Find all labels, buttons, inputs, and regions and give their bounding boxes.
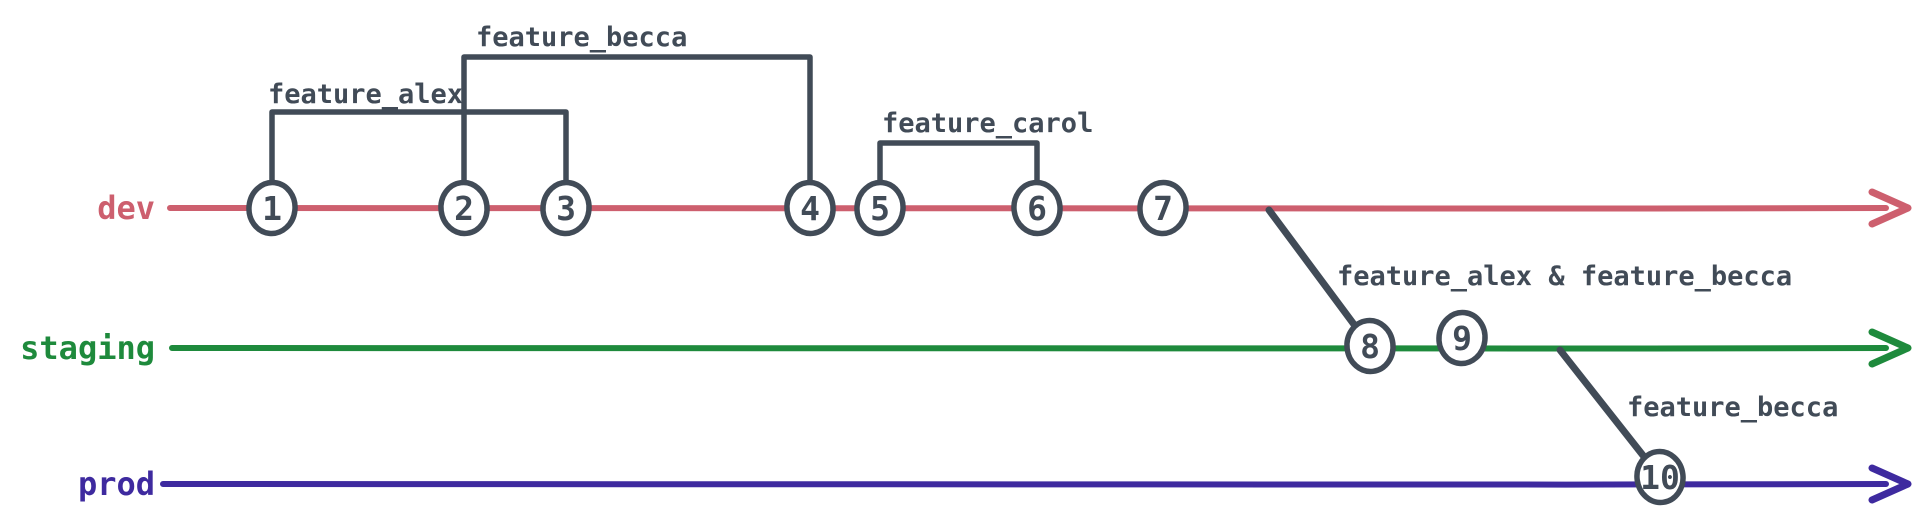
merge-edge-feature-alex-feature-becca: [1265, 206, 1374, 350]
branch-label-dev: dev: [97, 189, 155, 227]
commit-node-10: [1634, 448, 1686, 506]
feature-bracket-feature_alex: [269, 109, 569, 189]
commit-node-1: [246, 179, 298, 237]
feature-brackets-layer: [269, 54, 1040, 189]
branch-lines-layer: [160, 188, 1912, 504]
branch-line-prod: [160, 480, 1889, 488]
commit-node-4: [784, 179, 836, 237]
feature-bracket-label: feature_becca: [476, 22, 687, 53]
commit-number: 6: [1027, 189, 1047, 228]
commit-number: 2: [454, 189, 474, 228]
merge-edge-label: feature_becca: [1627, 392, 1838, 423]
commit-number: 10: [1640, 458, 1680, 497]
branch-label-staging: staging: [20, 329, 155, 367]
branch-arrowhead-dev: [1868, 188, 1912, 228]
commit-number: 1: [262, 189, 282, 228]
commit-number: 3: [556, 189, 576, 228]
commit-nodes-layer: 1 2 3 4 5 6 7 8 9 10: [246, 179, 1686, 506]
commit-number: 8: [1360, 327, 1380, 366]
commit-node-2: [438, 179, 490, 237]
commit-number: 7: [1153, 189, 1173, 228]
commit-node-6: [1011, 179, 1063, 237]
branch-line-staging: [169, 344, 1889, 352]
commit-number: 9: [1452, 319, 1472, 358]
feature-bracket-label: feature_alex: [268, 79, 463, 110]
commit-node-7: [1137, 179, 1189, 237]
text-labels-layer: feature_alex feature_becca feature_carolde…: [20, 22, 1838, 503]
commit-number: 4: [800, 189, 820, 228]
branch-line-dev: [167, 204, 1889, 212]
commit-node-5: [854, 179, 906, 237]
commit-node-3: [540, 179, 592, 237]
merge-edge-label: feature_alex & feature_becca: [1337, 261, 1792, 292]
commit-number: 5: [870, 189, 890, 228]
branch-arrowhead-staging: [1868, 328, 1912, 368]
commit-node-9: [1436, 309, 1488, 367]
feature-bracket-feature_carol: [877, 140, 1040, 189]
branch-label-prod: prod: [78, 465, 155, 503]
branch-arrowhead-prod: [1868, 464, 1912, 504]
feature-bracket-feature_becca: [461, 54, 813, 189]
feature-bracket-label: feature_carol: [882, 108, 1093, 139]
commit-node-8: [1344, 317, 1396, 375]
